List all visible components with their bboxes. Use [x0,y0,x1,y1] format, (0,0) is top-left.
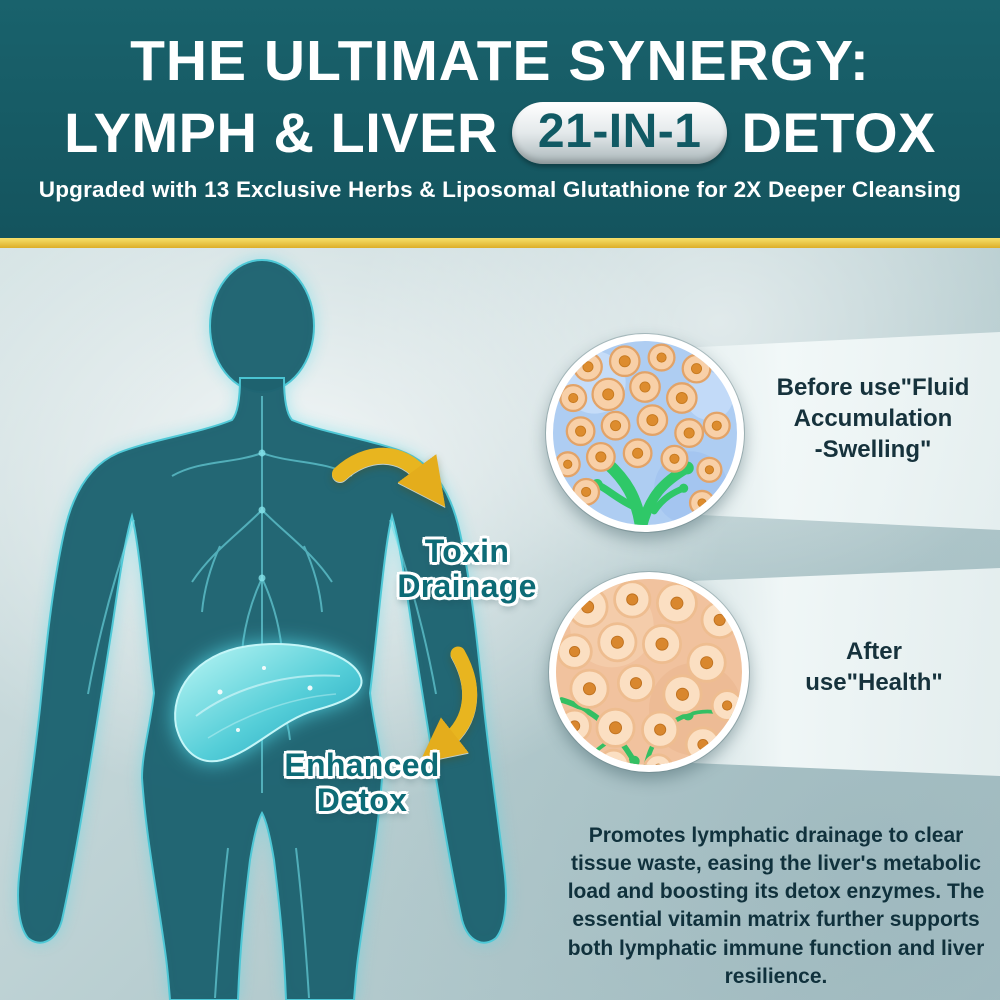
subtitle: Upgraded with 13 Exclusive Herbs & Lipos… [38,177,962,202]
description-text: Promotes lymphatic drainage to clear tis… [567,824,985,988]
swollen-cells-icon [553,341,737,525]
page-title-line2: LYMPH & LIVER 21-IN-1 DETOX [0,100,1000,165]
before-use-cells-illustration [546,334,744,532]
title-lymph-liver: LYMPH & LIVER [64,101,498,164]
yellow-divider [0,238,1000,248]
enhanced-detox-label: Enhanced Detox [284,747,440,818]
toxin-drainage-arrow-icon [332,447,446,508]
toxin-drainage-label: Toxin Drainage [397,533,537,604]
after-use-label: After use"Health" [805,638,943,697]
body-silhouette-icon [17,259,507,1000]
body-scene [17,259,507,1000]
title-detox: DETOX [741,101,936,164]
healthy-cells-icon [556,579,742,765]
after-use-cells-illustration [549,572,749,772]
page-title: THE ULTIMATE SYNERGY: [130,29,870,93]
badge-21-in-1: 21-IN-1 [511,101,728,164]
liver-icon [174,643,363,763]
before-use-label: Before use"Fluid Accumulation -Swelling" [776,374,970,464]
main-graphic: Toxin Drainage Enhanced Detox Before use… [0,248,1000,1000]
enhanced-detox-arrow-icon [419,646,478,763]
header: THE ULTIMATE SYNERGY: LYMPH & LIVER 21-I… [0,0,1000,238]
